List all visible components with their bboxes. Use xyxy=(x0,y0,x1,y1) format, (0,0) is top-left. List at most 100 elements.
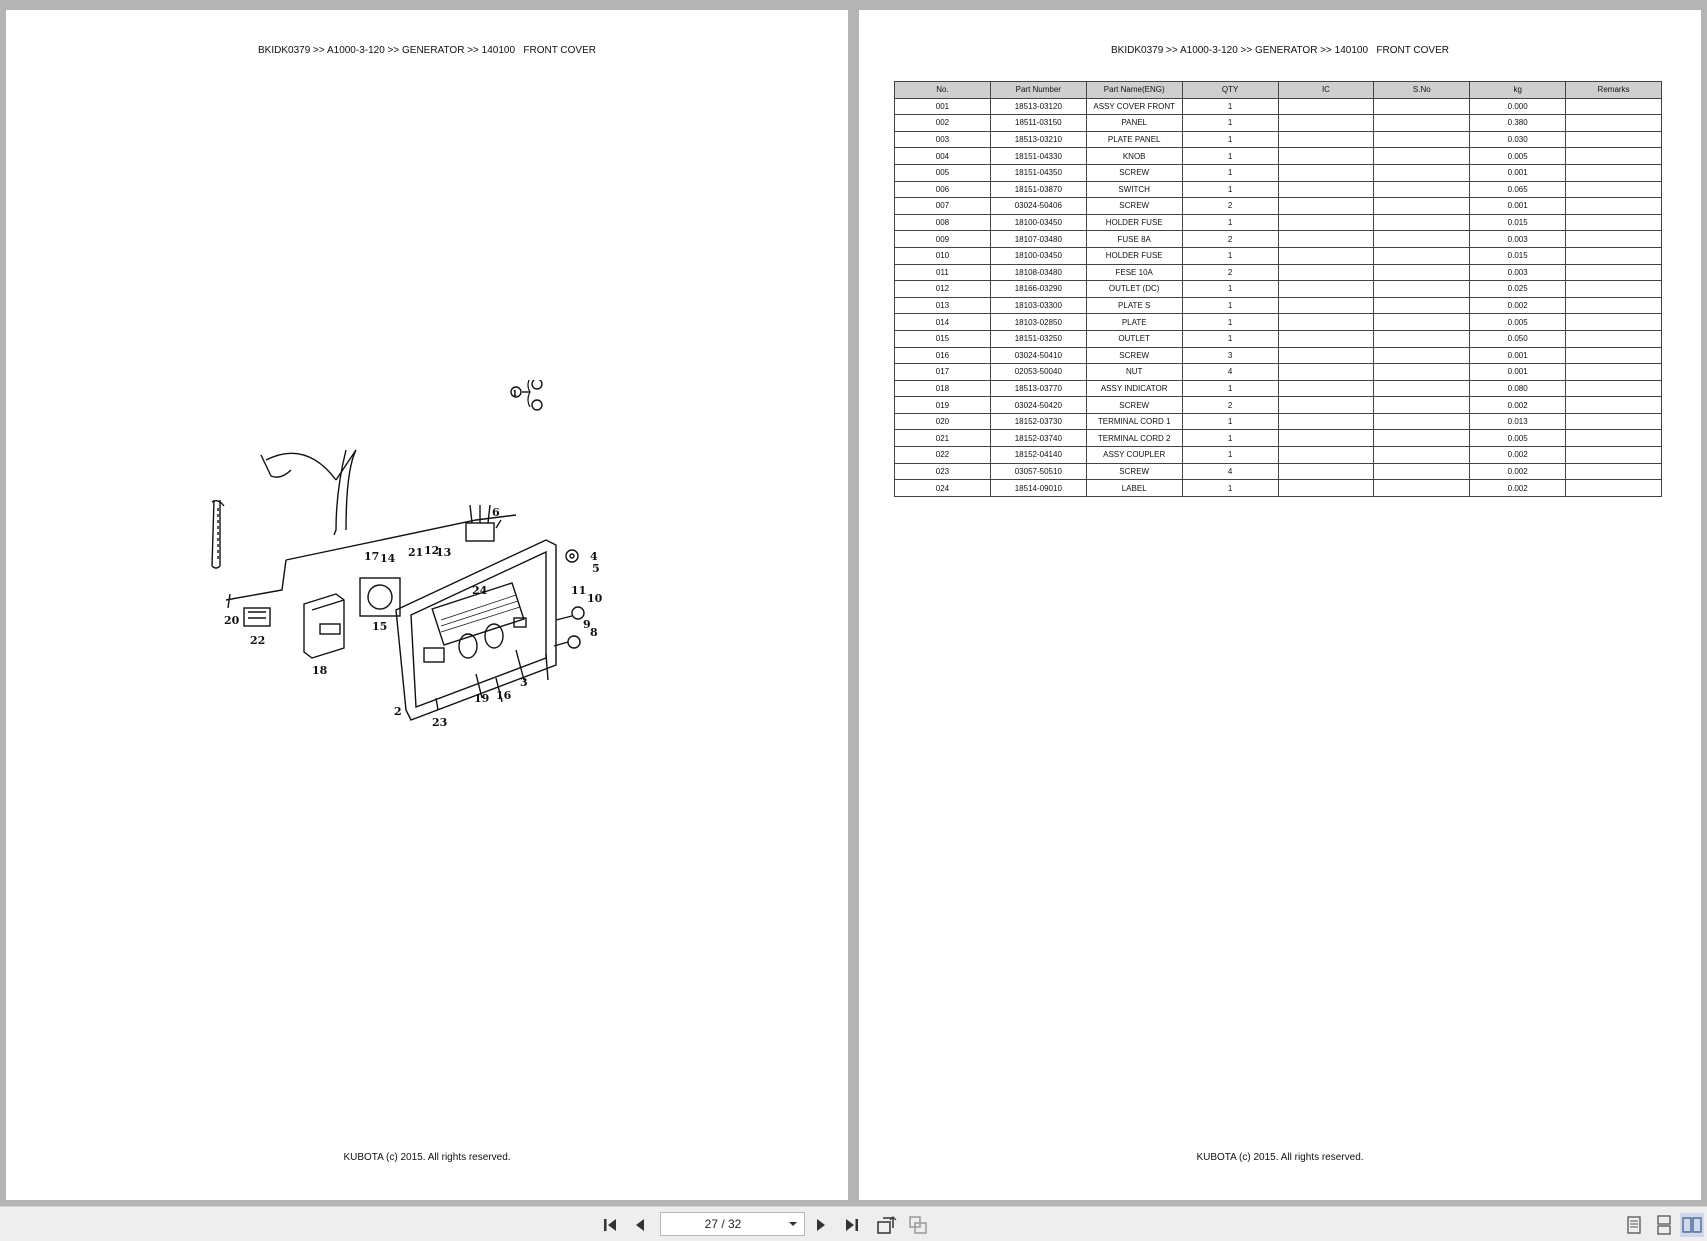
last-page-button[interactable] xyxy=(840,1213,864,1237)
cell-qty: 1 xyxy=(1181,163,1279,182)
cell-remarks xyxy=(1565,296,1662,315)
cell-qty: 1 xyxy=(1181,114,1279,132)
cell-no: 015 xyxy=(894,329,991,348)
cell-part-name: SCREW xyxy=(1085,163,1183,182)
cell-ic xyxy=(1277,296,1375,315)
cell-sno xyxy=(1373,97,1471,116)
cell-remarks xyxy=(1565,396,1662,414)
cell-no: 016 xyxy=(894,346,991,365)
continuous-view-button[interactable] xyxy=(1652,1213,1676,1237)
cell-qty: 1 xyxy=(1181,296,1279,315)
cell-no: 006 xyxy=(894,180,991,199)
cell-kg: 0.380 xyxy=(1469,114,1567,132)
export-button[interactable] xyxy=(906,1213,930,1237)
parts-table: No. Part Number Part Name(ENG) QTY IC S.… xyxy=(894,81,1662,497)
next-page-button[interactable] xyxy=(809,1213,833,1237)
cell-kg: 0.080 xyxy=(1469,379,1567,398)
cell-part-number: 18513-03770 xyxy=(989,379,1087,398)
cell-ic xyxy=(1277,97,1375,116)
cell-part-number: 03057-50510 xyxy=(989,462,1087,481)
next-page-icon xyxy=(817,1219,825,1231)
cell-ic xyxy=(1277,379,1375,398)
callout-4: 4 xyxy=(590,550,598,563)
cell-sno xyxy=(1373,346,1471,365)
previous-page-button[interactable] xyxy=(628,1213,652,1237)
callout-9: 9 xyxy=(583,618,591,631)
cell-kg: 0.013 xyxy=(1469,412,1567,431)
cell-ic xyxy=(1277,479,1375,497)
callout-5: 5 xyxy=(592,562,600,575)
cell-sno xyxy=(1373,246,1471,265)
cell-qty: 1 xyxy=(1181,147,1279,165)
callout-17: 17 xyxy=(364,550,379,563)
cell-part-number: 18513-03120 xyxy=(989,97,1087,116)
page-number-field[interactable]: 27 / 32 xyxy=(660,1212,805,1236)
cell-no: 017 xyxy=(894,363,991,381)
rotate-view-button[interactable] xyxy=(874,1213,898,1237)
cell-qty: 1 xyxy=(1181,213,1279,232)
page-number-input[interactable]: 27 / 32 xyxy=(704,1217,742,1231)
cell-no: 007 xyxy=(894,197,991,215)
first-page-button[interactable] xyxy=(598,1213,622,1237)
cell-sno xyxy=(1373,197,1471,215)
cell-part-name: TERMINAL CORD 2 xyxy=(1085,429,1183,448)
cell-part-name: HOLDER FUSE xyxy=(1085,246,1183,265)
cell-part-name: ASSY COUPLER xyxy=(1085,446,1183,464)
cell-no: 001 xyxy=(894,97,991,116)
cell-sno xyxy=(1373,412,1471,431)
cell-kg: 0.003 xyxy=(1469,263,1567,282)
cell-remarks xyxy=(1565,130,1662,149)
cell-ic xyxy=(1277,346,1375,365)
cell-qty: 1 xyxy=(1181,479,1279,497)
breadcrumb: BKIDK0379 >> A1000-3-120 >> GENERATOR >>… xyxy=(1111,45,1449,56)
cell-part-number: 18151-03250 xyxy=(989,329,1087,348)
cell-remarks xyxy=(1565,363,1662,381)
col-header-kg: kg xyxy=(1469,81,1567,99)
callout-22: 22 xyxy=(250,634,265,647)
cell-no: 021 xyxy=(894,429,991,448)
cell-ic xyxy=(1277,462,1375,481)
cell-kg: 0.001 xyxy=(1469,346,1567,365)
cell-remarks xyxy=(1565,147,1662,165)
cell-part-number: 18513-03210 xyxy=(989,130,1087,149)
cell-sno xyxy=(1373,180,1471,199)
cell-sno xyxy=(1373,296,1471,315)
cell-remarks xyxy=(1565,263,1662,282)
cell-remarks xyxy=(1565,280,1662,298)
two-page-view-button[interactable] xyxy=(1680,1213,1704,1237)
cell-remarks xyxy=(1565,246,1662,265)
cell-remarks xyxy=(1565,462,1662,481)
single-page-view-button[interactable] xyxy=(1622,1213,1646,1237)
callout-12: 12 xyxy=(424,544,439,557)
cell-sno xyxy=(1373,280,1471,298)
page-dropdown-button[interactable] xyxy=(786,1213,800,1235)
col-header-part-name: Part Name(ENG) xyxy=(1085,81,1183,99)
cell-part-number: 18103-03300 xyxy=(989,296,1087,315)
cell-sno xyxy=(1373,147,1471,165)
callout-11: 11 xyxy=(571,584,586,597)
cell-remarks xyxy=(1565,313,1662,331)
callout-23: 23 xyxy=(432,716,447,729)
table-header-row: No. Part Number Part Name(ENG) QTY IC S.… xyxy=(894,81,1662,99)
cell-part-name: PLATE S xyxy=(1085,296,1183,315)
cell-part-name: SCREW xyxy=(1085,197,1183,215)
cell-sno xyxy=(1373,263,1471,282)
cell-remarks xyxy=(1565,429,1662,448)
cell-ic xyxy=(1277,280,1375,298)
cell-part-number: 18100-03450 xyxy=(989,246,1087,265)
cell-part-number: 18152-03730 xyxy=(989,412,1087,431)
cell-part-number: 02053-50040 xyxy=(989,363,1087,381)
cell-sno xyxy=(1373,213,1471,232)
cell-part-name: SCREW xyxy=(1085,346,1183,365)
cell-kg: 0.002 xyxy=(1469,479,1567,497)
cell-part-name: ASSY COVER FRONT xyxy=(1085,97,1183,116)
cell-no: 022 xyxy=(894,446,991,464)
continuous-view-icon xyxy=(1657,1215,1671,1235)
cell-kg: 0.002 xyxy=(1469,446,1567,464)
cell-qty: 2 xyxy=(1181,396,1279,414)
